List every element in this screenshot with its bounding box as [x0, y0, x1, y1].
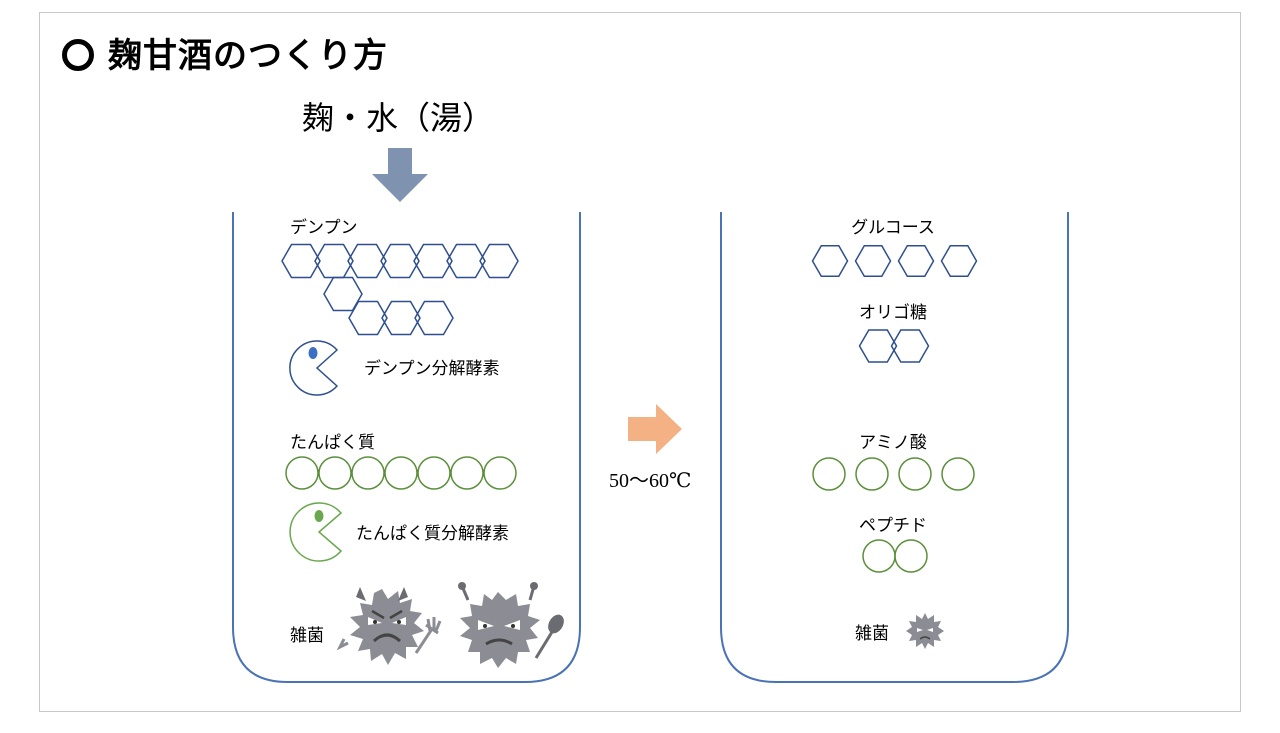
starch-unit: [281, 243, 321, 279]
protein-chain: [285, 456, 517, 490]
starch-unit: [479, 243, 519, 279]
down-arrow-icon: [372, 148, 428, 202]
glucose-label: グルコース: [851, 218, 935, 238]
glucose-unit: [854, 245, 892, 277]
protein-label: たんぱく質: [290, 433, 375, 453]
beaker-after: [720, 212, 1069, 683]
starch-unit: [381, 300, 421, 336]
slide-frame: [39, 12, 1241, 712]
oligosaccharide-label: オリゴ糖: [859, 303, 927, 323]
peptide-unit: [894, 539, 928, 573]
ingredients-label: 麹・水（湯）: [302, 99, 495, 137]
amino-acid-unit: [417, 456, 451, 490]
starch-chain: [281, 243, 519, 336]
amino-acid-unit: [450, 456, 484, 490]
amino-acid-unit: [941, 457, 975, 491]
amino-acid-unit: [285, 456, 319, 490]
protein-enzyme-label: たんぱく質分解酵素: [356, 524, 509, 544]
oligosaccharide-unit: [858, 329, 898, 363]
glucose-units: [811, 245, 978, 277]
beaker-before: [232, 212, 581, 683]
starch-unit: [348, 300, 388, 336]
oligosaccharide-unit: [890, 329, 930, 363]
amino-acid-unit: [812, 457, 846, 491]
amino-acid-unit: [483, 456, 517, 490]
amino-acid-unit: [318, 456, 352, 490]
oligosaccharide-units: [858, 329, 930, 363]
temperature-label: 50〜60℃: [609, 470, 692, 492]
starch-unit: [347, 243, 387, 279]
amino-acid-unit: [351, 456, 385, 490]
amino-acid-units: [812, 457, 975, 491]
title-text: 麹甘酒のつくり方: [108, 36, 388, 76]
starch-unit: [414, 300, 454, 336]
germ-with-spoon-icon: [458, 582, 564, 668]
starch-enzyme-label: デンプン分解酵素: [364, 359, 500, 379]
starch-unit: [446, 243, 486, 279]
glucose-unit: [897, 245, 935, 277]
amino-acid-unit: [384, 456, 418, 490]
starch-label: デンプン: [290, 218, 358, 238]
right-arrow-icon: [628, 404, 682, 454]
page-title: 麹甘酒のつくり方: [62, 28, 388, 77]
starch-unit: [380, 243, 420, 279]
glucose-unit: [811, 245, 849, 277]
circle-bullet-icon: [62, 38, 94, 71]
germ-with-fork-icon: [336, 587, 442, 665]
protein-enzyme-icon: [289, 502, 343, 562]
amino-acid-unit: [855, 457, 889, 491]
small-germ-icon: [906, 613, 944, 649]
starch-enzyme-icon: [289, 340, 339, 396]
glucose-unit: [940, 245, 978, 277]
bacteria-label-before: 雑菌: [290, 626, 324, 646]
bacteria-label-after: 雑菌: [855, 624, 889, 644]
starch-unit: [413, 243, 453, 279]
amino-acid-label: アミノ酸: [859, 433, 927, 453]
peptide-label: ペプチド: [859, 516, 927, 536]
amino-acid-unit: [898, 457, 932, 491]
peptide-units: [862, 539, 928, 573]
